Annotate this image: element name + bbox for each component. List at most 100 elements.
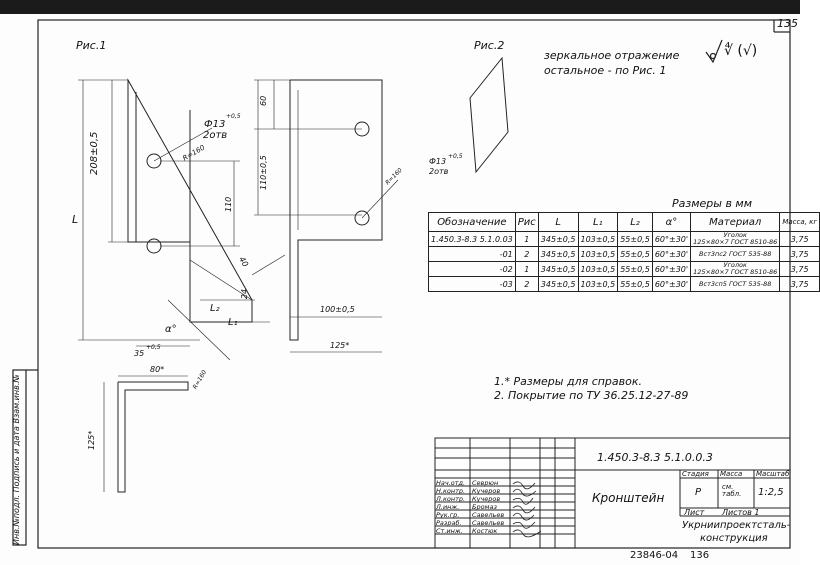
title-block-names: Севрюн Кучеров Кучеров Бромаз Савельев С… — [472, 479, 510, 535]
spec-header: L₂ — [617, 212, 653, 232]
fig2-outline — [469, 56, 509, 174]
scale-value: 1:2,5 — [758, 487, 784, 498]
material-line-1: Вст3пс2 ГОСТ 535-88 — [699, 249, 772, 258]
side-hole-lower — [354, 210, 370, 226]
roughness-text: ∜ (√) — [724, 43, 758, 59]
fig2-note-2: остальное - по Рис. 1 — [544, 64, 667, 77]
sheets-label: Листов 1 — [722, 508, 760, 517]
roughness-icon — [705, 39, 723, 64]
cell-mass: 3,75 — [779, 261, 820, 277]
cell-L2: 55±0,5 — [617, 246, 653, 262]
fig2-note-1: зеркальное отражение — [544, 49, 680, 62]
role: Разраб. — [436, 519, 462, 527]
fig2-view — [469, 56, 509, 174]
fig1-view — [78, 78, 286, 361]
note-2: 2. Покрытие по ТУ 36.25.12-27-89 — [494, 389, 689, 402]
signer-name: Савельев — [472, 511, 505, 519]
side-dim-100: 100±0,5 — [320, 305, 355, 314]
cell-L1: 103±0,5 — [577, 231, 619, 247]
role: Рук.гр. — [436, 511, 460, 519]
title-block-grid — [434, 437, 791, 549]
spec-header: Рис — [514, 212, 539, 232]
side-dim-60: 60 — [259, 95, 268, 106]
cell-fig: 1 — [514, 231, 539, 247]
signer-name: Бромаз — [472, 503, 497, 511]
org-line-2: конструкция — [700, 533, 768, 544]
cell-mass: 3,75 — [779, 246, 820, 262]
cell-L: 345±0,5 — [537, 246, 579, 262]
table-row: -03 2 345±0,5 103±0,5 55±0,5 60°±30' Вст… — [428, 276, 820, 292]
side-hole-dia: Ф13 — [429, 157, 447, 166]
sheet-label: Лист — [684, 508, 705, 517]
role: Ст.инж. — [436, 527, 463, 535]
signer-name: Севрюн — [472, 479, 499, 487]
cell-fig: 2 — [514, 246, 539, 262]
cell-L2: 55±0,5 — [617, 276, 653, 292]
cell-mass: 3,75 — [779, 231, 820, 247]
table-row: -01 2 345±0,5 103±0,5 55±0,5 60°±30' Вст… — [428, 246, 820, 262]
title-block-roles: Нач.отд. Н.контр. Л.контр. Л.инж. Рук.гр… — [436, 479, 470, 535]
cell-mass: 3,75 — [779, 276, 820, 292]
section-dim-125: 125* — [87, 430, 96, 450]
scale-label: Масштаб — [756, 470, 790, 478]
fig1-dim-35: 35 — [134, 349, 145, 358]
signer-name: Савельев — [472, 519, 505, 527]
fig2-title: Рис.2 — [474, 39, 505, 52]
stage-label: Стадия — [682, 470, 709, 478]
angle-section — [117, 381, 189, 493]
fig1-section — [103, 375, 189, 493]
cell-alpha: 60°±30' — [651, 246, 692, 262]
side-stamp-frame — [12, 369, 27, 546]
spec-header: L₁ — [577, 212, 619, 232]
cell-L2: 55±0,5 — [617, 231, 653, 247]
spec-header: Масса, кг — [779, 212, 820, 232]
material-line-1: Уголок — [723, 261, 747, 269]
spec-header: α° — [651, 212, 692, 232]
role: Н.контр. — [436, 487, 466, 495]
mass-label: Масса — [720, 470, 743, 478]
role: Нач.отд. — [436, 479, 466, 487]
section-dim-80: 80* — [150, 365, 165, 374]
material-line-2: 125×80×7 ГОСТ 8510-86 — [693, 238, 778, 246]
spec-header-row: Обозначение Рис L L₁ L₂ α° Материал Масс… — [428, 212, 820, 232]
cell-fig: 1 — [514, 261, 539, 277]
role: Л.контр. — [436, 495, 466, 503]
cell-material: Вст3пс2 ГОСТ 535-88 — [690, 246, 781, 262]
fig1-hole-note: 2отв — [203, 130, 228, 141]
org-line-1: Укрниипроектсталь- — [682, 520, 791, 531]
fig1-dim-110: 110 — [224, 196, 233, 212]
note-1: 1.* Размеры для справок. — [494, 375, 643, 388]
fig1-hole-tol: +0,5 — [226, 113, 241, 120]
fig1-dim-35-tol: +0,5 — [146, 344, 161, 351]
cell-L1: 103±0,5 — [577, 246, 619, 262]
side-stamp-text: Инв.№подл. Подпись и дата Взам.инв.№ — [12, 374, 21, 545]
title-block-code: 1.450.3-8.3 5.1.0.0.3 — [597, 451, 713, 464]
signer-name: Костюк — [472, 527, 498, 535]
cell-L2: 55±0,5 — [617, 261, 653, 277]
cell-designation: -03 — [428, 276, 516, 292]
cell-alpha: 60°±30' — [651, 231, 692, 247]
cell-alpha: 60°±30' — [651, 276, 692, 292]
material-line-1: Уголок — [723, 231, 747, 239]
role: Л.инж. — [436, 503, 460, 511]
fig1-dim-24: 24 — [240, 288, 250, 300]
stage-value: Р — [695, 487, 702, 498]
fig1-dim-208: 208±0,5 — [89, 131, 100, 175]
page-number: 135 — [777, 17, 798, 30]
cell-L1: 103±0,5 — [577, 276, 619, 292]
spec-header: Материал — [690, 212, 781, 232]
bottom-page: 136 — [690, 550, 710, 561]
cell-designation: 1.450.3-8.3 5.1.0.03 — [428, 231, 516, 247]
fig1-dim-L: L — [72, 213, 79, 226]
fig1-hole-dia: Ф13 — [204, 119, 226, 130]
title-block-name: Кронштейн — [592, 491, 665, 505]
angle-side-outline — [289, 79, 383, 341]
spec-table: Обозначение Рис L L₁ L₂ α° Материал Масс… — [428, 212, 820, 292]
fig1-dim-L2: L₂ — [210, 303, 220, 314]
signer-name: Кучеров — [472, 487, 501, 495]
mass-value: см. табл. — [722, 483, 742, 498]
material-line-1: Вст3сп5 ГОСТ 535-88 — [699, 279, 772, 288]
bottom-code: 23846-04 — [630, 550, 679, 561]
side-dim-125: 125* — [330, 341, 350, 350]
